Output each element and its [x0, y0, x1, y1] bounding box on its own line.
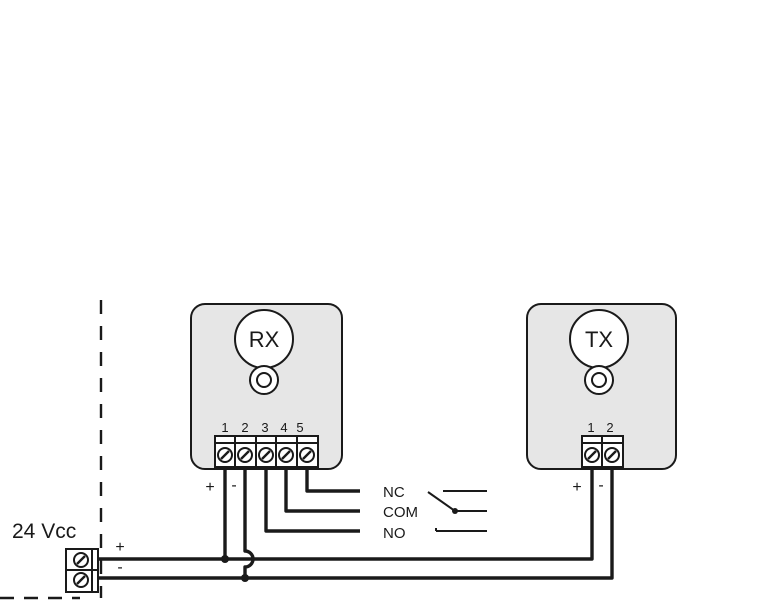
rx-positive-junction [221, 555, 229, 563]
tx-lens-icon [569, 309, 629, 395]
no-label: NO [383, 525, 406, 542]
rx-unit: RX 1 2 3 4 5 + - [190, 303, 343, 496]
supply-plus-sign: + [115, 539, 124, 556]
rx-lens-icon [234, 309, 294, 395]
rx-plus-sign: + [205, 479, 214, 496]
negative-supply-wire [98, 467, 614, 580]
rx-screw-icon [217, 447, 315, 463]
rx-terminal-1-number: 1 [221, 420, 228, 435]
supply-voltage-label: 24 Vcc [12, 520, 76, 543]
tx-minus-sign: - [598, 477, 603, 494]
com-label: COM [383, 504, 418, 521]
tx-screw-icon [584, 447, 620, 463]
positive-supply-wire [98, 467, 594, 561]
rx-negative-junction [241, 574, 249, 582]
rx-label: RX [249, 327, 280, 352]
rx-nc-wire [305, 467, 360, 493]
tx-unit: TX 1 2 + - [526, 303, 677, 496]
rx-minus-sign: - [231, 477, 236, 494]
tx-label: TX [585, 327, 613, 352]
rx-com-wire [284, 467, 360, 513]
supply-minus-sign: - [117, 559, 122, 576]
tx-plus-sign: + [572, 479, 581, 496]
relay-contact-symbol [427, 490, 487, 532]
tx-terminal-1-number: 1 [587, 420, 594, 435]
rx-terminal-2-number: 2 [241, 420, 248, 435]
nc-label: NC [383, 484, 405, 501]
rx-terminal-3-number: 3 [261, 420, 268, 435]
supply-screw-icon [73, 552, 89, 588]
rx-terminal-5-number: 5 [296, 420, 303, 435]
rx-terminal-4-number: 4 [280, 420, 287, 435]
rx-no-wire [264, 467, 360, 533]
rx-negative-drop-wire [243, 467, 255, 578]
tx-terminal-2-number: 2 [606, 420, 613, 435]
